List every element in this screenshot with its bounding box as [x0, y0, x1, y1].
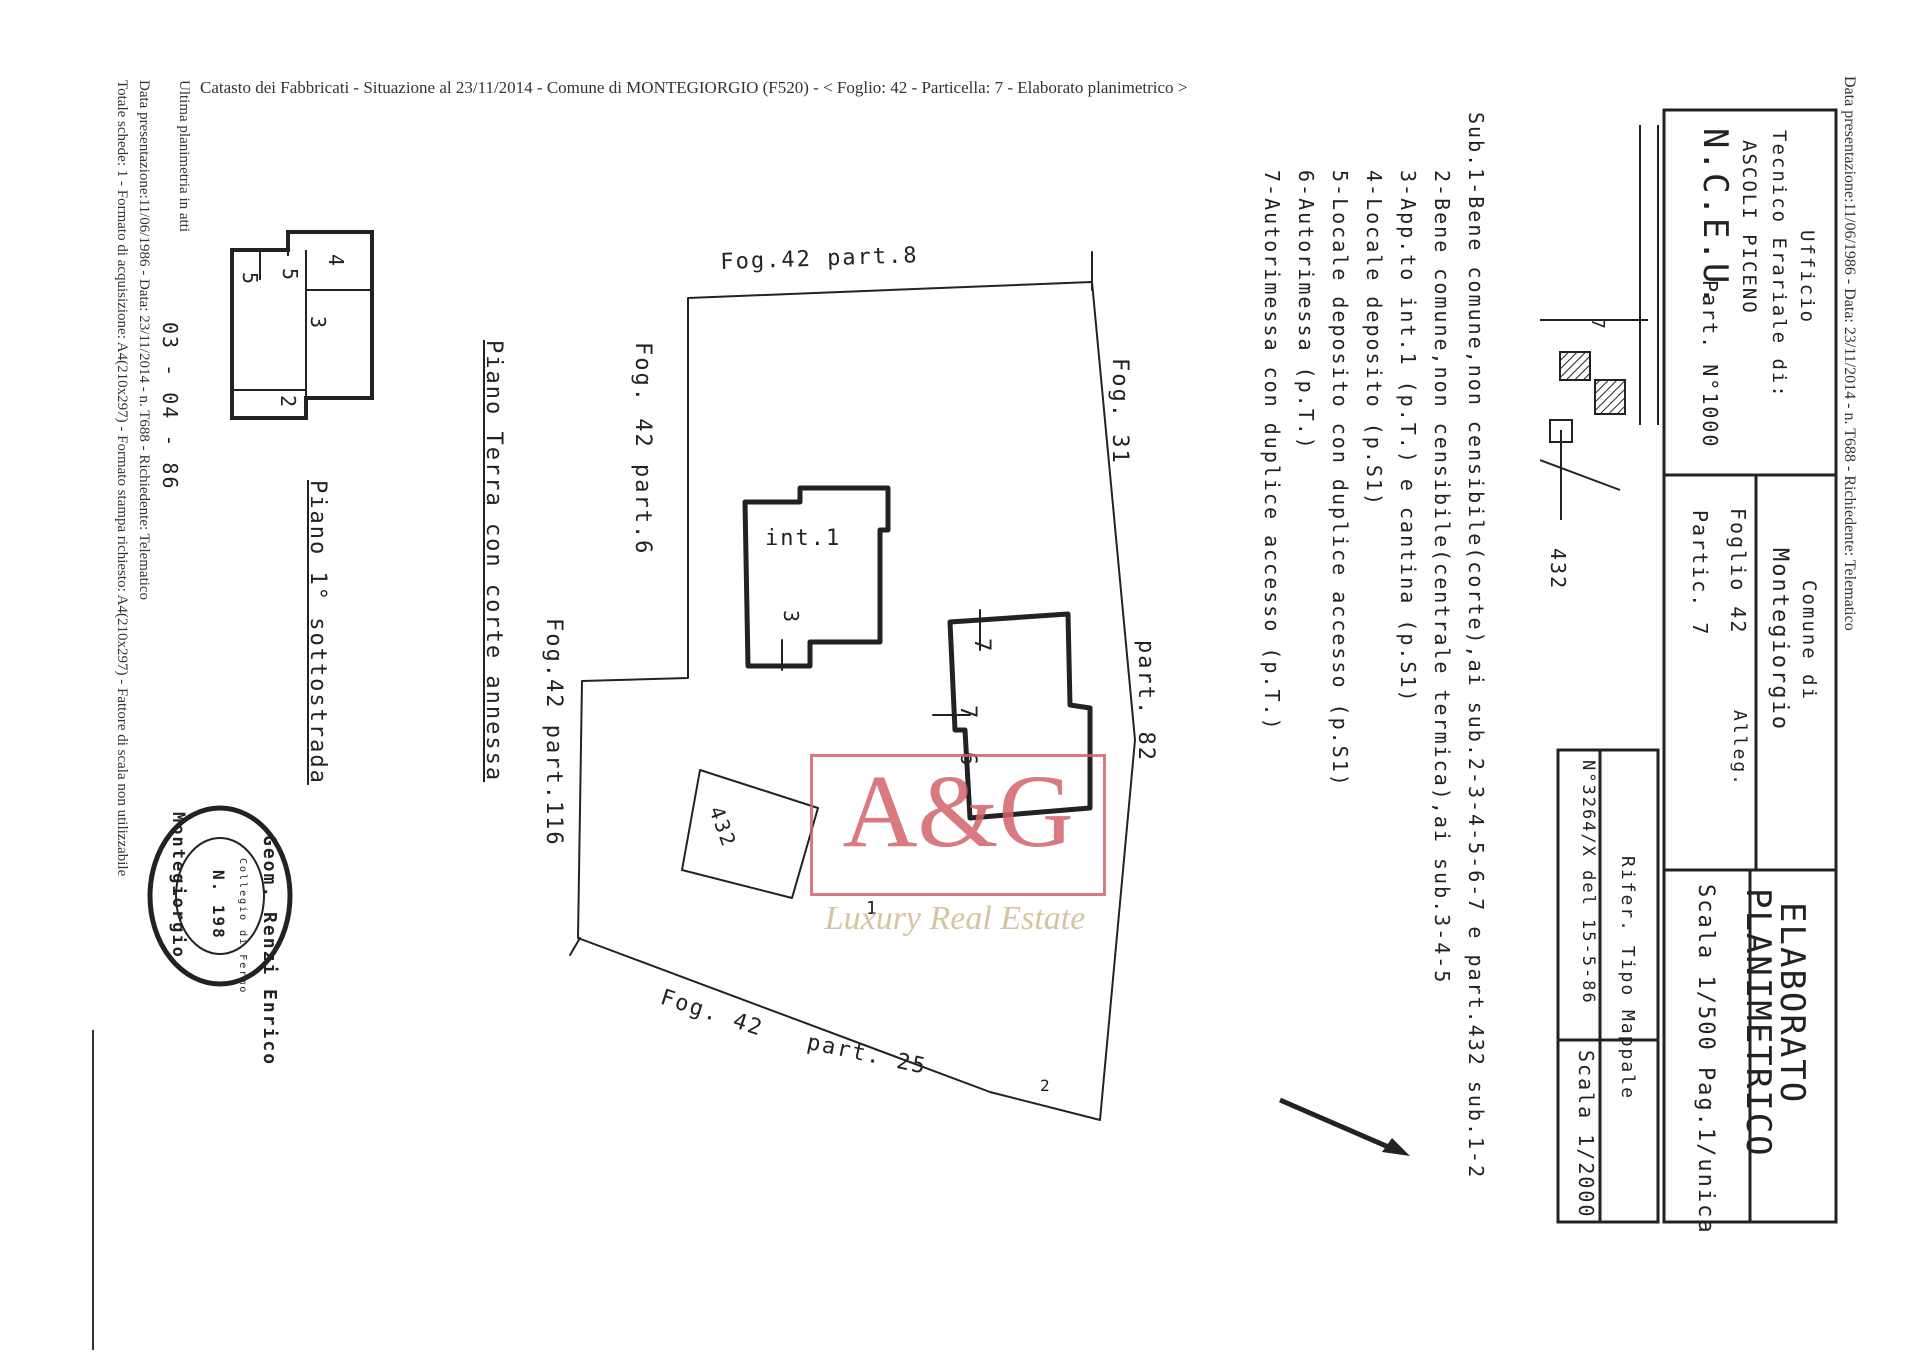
tecnico-label: Tecnico Erariale di: [1768, 130, 1790, 399]
ultima-planimetria: Ultima planimetria in atti [176, 80, 192, 233]
label-fog42-part116: Fog.42 part.116 [541, 618, 566, 847]
stamp-number: N. 198 [209, 870, 228, 940]
stamp-inner-text: Collegio di Fermo [237, 858, 248, 995]
label-int1: int.1 [765, 526, 842, 551]
watermark-logo-frame [810, 754, 1106, 896]
label-fog31: Fog. 31 [1107, 358, 1132, 465]
partic-label: Partic. 7 [1688, 510, 1712, 637]
label-sub1: 1 [866, 898, 879, 919]
building-sub7 [947, 611, 1093, 821]
building-int1 [742, 485, 891, 669]
title-block-frame [1540, 108, 1838, 1224]
watermark-tagline: Luxury Real Estate [824, 900, 1086, 937]
legend-line-6: 6-Autorimessa (p.T.) [1294, 170, 1318, 451]
elaborato-title: ELABORATO [1772, 902, 1812, 1105]
ufficio-label: Ufficio [1796, 230, 1818, 325]
part-number: Part. N°1000 [1698, 280, 1722, 449]
label-piano-sottostrada: Piano 1° sottostrada [305, 480, 330, 785]
building-432 [681, 769, 819, 899]
watermark-logo: A&G [842, 754, 1074, 869]
rifer-number: N°3264/X del 15-5-86 [1578, 760, 1598, 1005]
basement-plan [230, 230, 374, 420]
legend-line-3: 3-App.to int.1 (p.T.) e cantina (p.S1) [1396, 170, 1420, 704]
rifer-label: Rifer. Tipo Mappale [1617, 856, 1638, 1100]
stamp-outer-text: Geom. Renzi Enrico [259, 835, 280, 1067]
legend-line-4: 4-Locale deposito (p.S1) [1362, 170, 1386, 507]
basement-date: 03 - 04 - 86 [158, 322, 182, 491]
north-arrow-icon [1279, 1097, 1410, 1156]
legend-line-1: Sub.1-Bene comune,non censibile(corte),a… [1464, 112, 1488, 1180]
label-sub3: 3 [779, 610, 803, 625]
boundary-line [577, 281, 1136, 1121]
label-piano-terra: Piano Terra con corte annessa [481, 340, 506, 783]
alleg-label: Alleg. [1729, 710, 1750, 788]
left-border-line [92, 1030, 94, 1350]
basement-5b: 5 [238, 272, 262, 287]
montegiorgio-label: Montegiorgio [1767, 548, 1792, 731]
basement-3: 3 [306, 316, 330, 331]
foglio-label: Foglio 42 [1726, 508, 1750, 635]
catasto-header: Catasto dei Fabbricati - Situazione al 2… [200, 78, 1188, 97]
geometra-stamp [147, 805, 293, 987]
left-totale-line: Totale schede: 1 - Formato di acquisizio… [114, 80, 130, 877]
label-part82: part. 82 [1133, 640, 1158, 762]
stamp-town-text: Montegiorgio [168, 812, 188, 959]
comune-di-label: Comune di [1798, 580, 1820, 701]
basement-2: 2 [276, 395, 300, 410]
minimap-432: 432 [1546, 548, 1570, 591]
label-sub7-b: 7 [955, 705, 980, 721]
legend-line-2: 2-Bene comune,non censibile(centrale ter… [1430, 170, 1454, 985]
basement-5a: 5 [278, 268, 302, 283]
scala-2000: Scala 1/2000 [1574, 1050, 1598, 1219]
legend-line-5: 5-Locale deposito con duplice accesso (p… [1328, 170, 1352, 788]
scala-label: Scala 1/500 Pag.1/unica [1693, 884, 1718, 1235]
label-sub7-a: 7 [969, 638, 994, 654]
label-sub2-corner: 2 [1040, 1076, 1052, 1095]
minimap-7: 7 [1587, 318, 1608, 331]
planimetrico-title: PLANIMETRICO [1738, 888, 1778, 1158]
site-plan [569, 251, 1136, 1121]
ascoli-label: ASCOLI PICENO [1738, 140, 1760, 315]
left-data-line: Data presentazione:11/06/1986 - Data: 23… [136, 80, 152, 601]
basement-4: 4 [324, 254, 348, 269]
right-margin-text: Data presentazione:11/06/1986 - Data: 23… [1841, 76, 1858, 631]
label-fog42-part6: Fog. 42 part.6 [630, 342, 655, 556]
